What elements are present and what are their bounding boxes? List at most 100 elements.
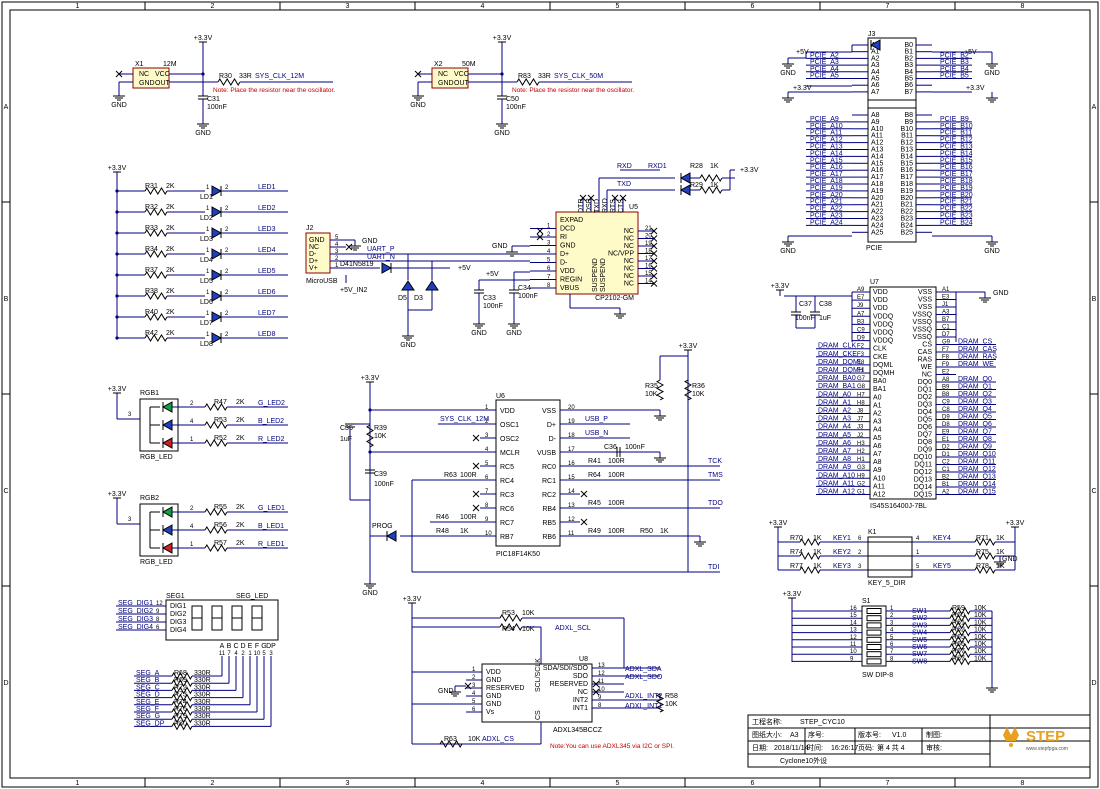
project-name: STEP_CYC10 [800, 719, 845, 726]
res-ref: R47 [214, 399, 227, 406]
gnd-label: GND [780, 248, 796, 255]
cp2102-pin: NC/VPP [608, 251, 634, 258]
res-ref: R71 [976, 535, 989, 542]
pin-num: 7 [890, 649, 894, 655]
net-label: PCIE_B13 [940, 144, 973, 151]
wire [699, 174, 723, 182]
pcie-pin: B2 [904, 55, 913, 62]
pin-num: 5 [335, 235, 339, 241]
osc-freq: 50M [462, 61, 476, 68]
sdram-pin: A5 [873, 435, 882, 442]
cp2102-pin: VDD [560, 268, 575, 275]
column-label: 4 [481, 780, 485, 787]
net-label: USB_P [585, 416, 608, 423]
column-label: 3 [346, 3, 350, 10]
pin-num: 1 [190, 542, 194, 548]
res-val: 2K [236, 399, 245, 406]
gnd-label: GND [492, 243, 508, 250]
adxl-pin: SDO [573, 673, 589, 680]
usb-connector-body [305, 232, 331, 274]
ball-num: J8 [857, 409, 864, 415]
pin-num: 3 [335, 249, 339, 255]
adxl-pin: RESERVED [486, 685, 524, 692]
res-ref: R70 [790, 535, 803, 542]
led-ref: LD3 [200, 236, 213, 243]
net-label: DRAM_Q15 [958, 489, 996, 496]
res-val: 1K [813, 563, 822, 570]
usb-pin: D+ [309, 258, 318, 265]
sdram-pin: VDDQ [873, 321, 894, 328]
pcie-pin: A24 [871, 222, 884, 229]
ball-num: B7 [942, 317, 950, 323]
pin-num: 18 [645, 249, 652, 255]
rgb-name: RGB_LED [140, 559, 173, 566]
net-label: B_LED2 [258, 418, 284, 425]
sdram-pin: DQML [873, 362, 893, 369]
ball-num: J1 [942, 302, 949, 308]
res-val: 2K [236, 504, 245, 511]
tvs-diode-icon [401, 280, 415, 291]
net-label: TDO [708, 500, 723, 507]
wire [655, 379, 665, 401]
pwr-label: +3.3V [966, 85, 985, 92]
ball-num: J9 [857, 303, 864, 309]
net-label: DRAM_CAS [958, 346, 997, 353]
pin-num: 1 [206, 269, 210, 275]
wire [974, 565, 996, 575]
pin-num: 1 [206, 290, 210, 296]
adxl-pin: SDA/SDI/SDO [543, 665, 589, 672]
res-ref: R30 [219, 73, 232, 80]
pin-num: 15 [645, 271, 652, 277]
pin-num: 1 [190, 437, 194, 443]
net-label: DRAM_Q13 [958, 474, 996, 481]
cap-ref: C35 [340, 425, 353, 432]
pic-pin: D- [549, 436, 557, 443]
cp2102-pin: NC [624, 258, 634, 265]
pcie-pin: A5 [871, 76, 880, 83]
ball-num: A8 [942, 377, 950, 383]
res-ref: R74 [174, 699, 187, 706]
pin-num: 1 [206, 248, 210, 254]
seg-pin-name: E [248, 643, 253, 650]
pic-body [495, 399, 561, 547]
time-label: 时间: [807, 743, 823, 752]
res-ref: R41 [588, 458, 601, 465]
pin-num: 1 [206, 332, 210, 338]
ball-num: G1 [857, 490, 866, 496]
res-ref: R77 [790, 563, 803, 570]
wire [414, 70, 422, 78]
ball-num: F3 [857, 352, 865, 358]
wire [439, 740, 463, 748]
res-val: 1K [996, 549, 1005, 556]
res-ref: R62 [952, 627, 965, 634]
diode-icon [679, 184, 691, 196]
vcc-label: +3.3V [679, 343, 698, 350]
time: 16:26:17 [831, 745, 858, 752]
pin-num: 7 [485, 489, 489, 495]
seg-ref: SEG1 [166, 593, 185, 600]
diode-icon [679, 172, 691, 184]
wire [536, 227, 544, 235]
wire [592, 680, 600, 688]
junction-dot [500, 72, 504, 76]
wire [171, 700, 193, 709]
version: V1.0 [892, 732, 907, 739]
res-ref: R83 [518, 73, 531, 80]
net-label: PCIE_A2 [810, 52, 839, 59]
pin-num: 5 [547, 258, 551, 264]
sdram-pin: DQ8 [918, 439, 933, 446]
sdram-pin: VDD [873, 297, 888, 304]
pin-num: 16 [645, 264, 652, 270]
pin-num: 14 [645, 279, 652, 285]
net-label: SEG_DIG1 [118, 600, 153, 607]
pin-num: 1 [547, 224, 551, 230]
wire [587, 194, 595, 202]
sdram-pin: VSSQ [913, 319, 933, 326]
osc-pin-nc: NC [139, 71, 149, 78]
sdram-pin: A11 [873, 483, 885, 490]
wire [217, 78, 241, 86]
res-val: 10K [468, 736, 481, 743]
sdram-pin: A0 [873, 394, 882, 401]
net-label: DRAM_A8 [818, 456, 851, 463]
